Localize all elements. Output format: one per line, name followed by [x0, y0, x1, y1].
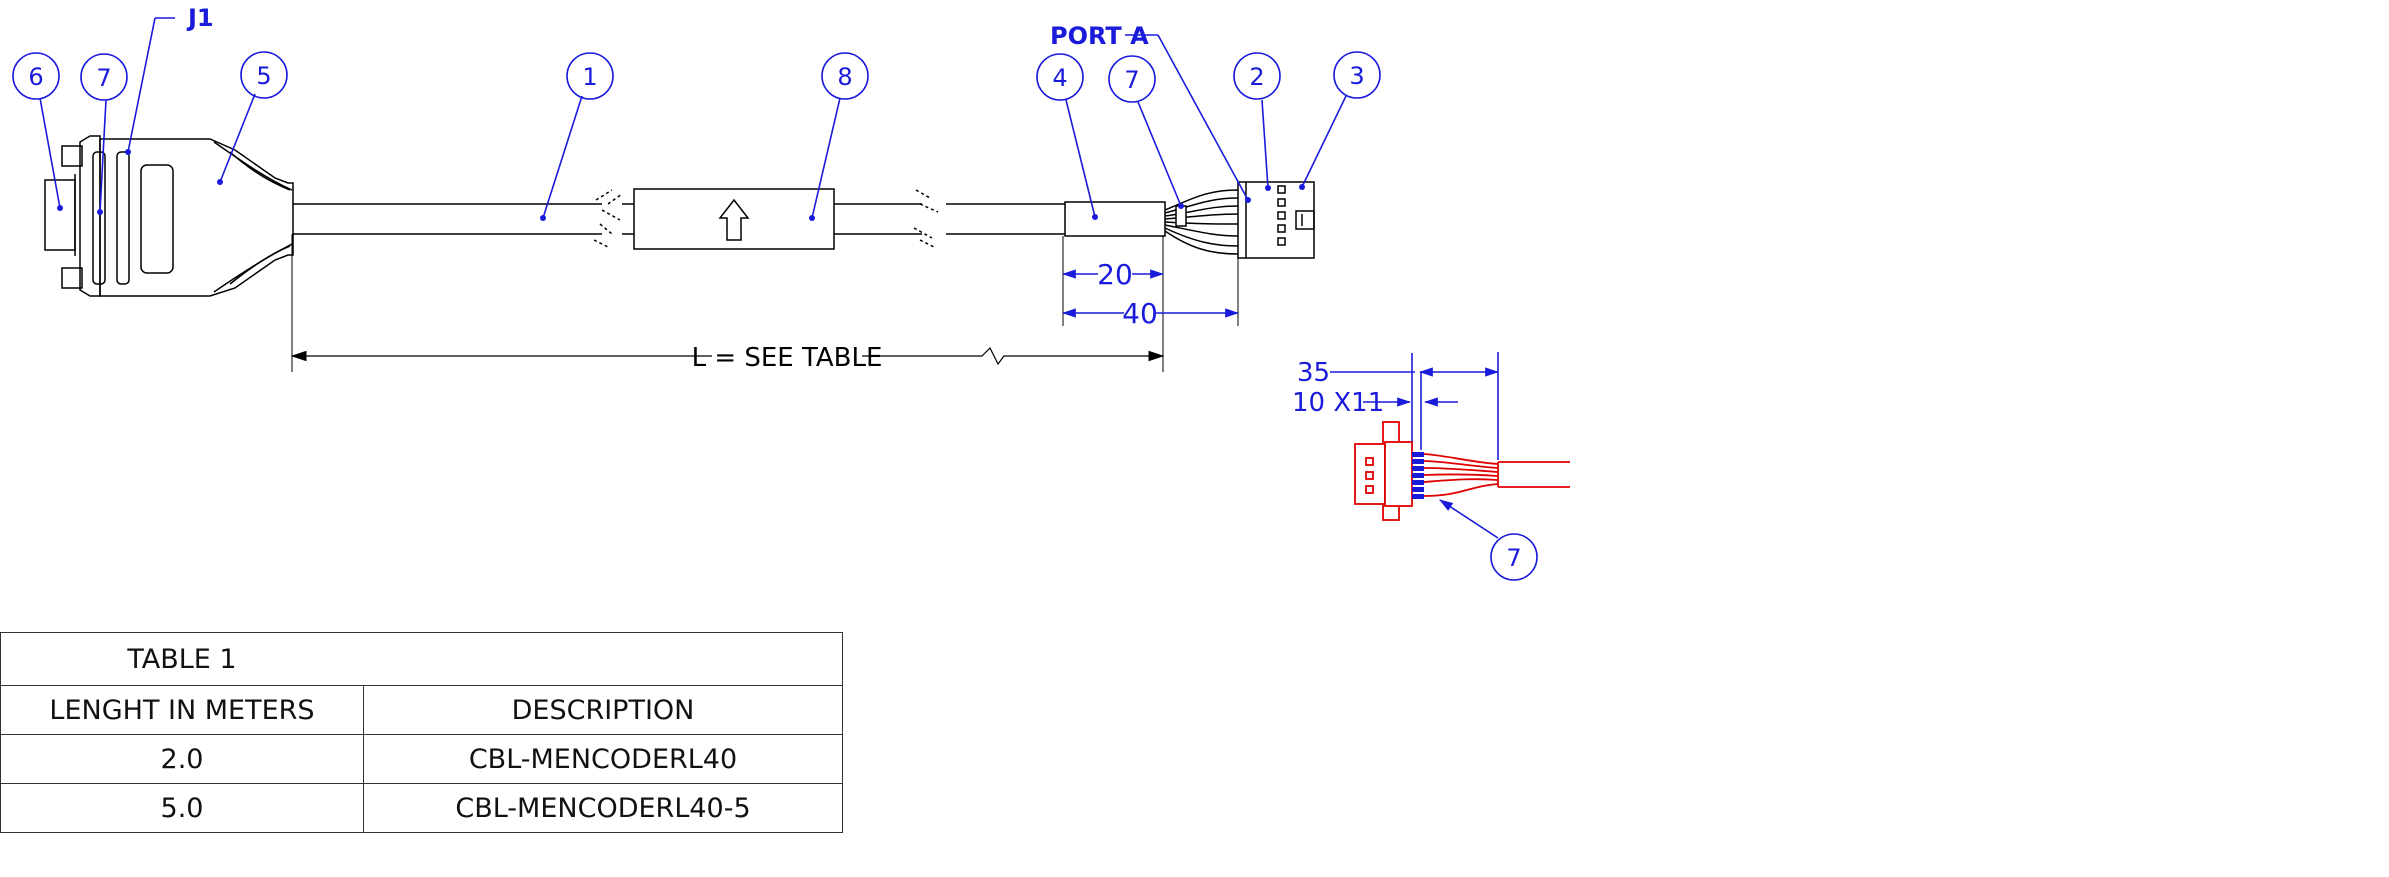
table-title-row: TABLE 1 [0, 632, 843, 686]
table-cell-description: CBL-MENCODERL40-5 [363, 783, 843, 833]
table-cell-description: CBL-MENCODERL40 [363, 734, 843, 784]
length-table: TABLE 1 LENGHT IN METERS DESCRIPTION 2.0… [0, 632, 843, 833]
callout-j1-label: J1 [186, 4, 214, 32]
detail-view: 35 10 X11 [1292, 352, 1570, 581]
balloon-7-detail-label: 7 [1506, 544, 1521, 572]
dimension-40: 40 [1061, 297, 1240, 330]
table-row: 2.0 CBL-MENCODERL40 [0, 734, 843, 784]
table-title: TABLE 1 [127, 643, 237, 675]
heat-shrink [1064, 201, 1166, 237]
balloon-leaders [39, 93, 1347, 221]
table-header-length: LENGHT IN METERS [0, 685, 364, 735]
balloon-4: 4 [1036, 53, 1084, 101]
balloon-7-right: 7 [1108, 55, 1156, 103]
detail-pins [1412, 452, 1424, 499]
cable-jacket [293, 189, 1065, 249]
callout-port-a-label: PORT A [1050, 22, 1149, 50]
balloon-3-label: 3 [1349, 62, 1364, 90]
balloon-8: 8 [821, 52, 869, 100]
table-cell-length: 5.0 [0, 783, 364, 833]
balloon-4-label: 4 [1052, 64, 1067, 92]
dimension-length-label: L = SEE TABLE [692, 343, 883, 373]
table-header-row: LENGHT IN METERS DESCRIPTION [0, 685, 843, 735]
label-sleeve [633, 188, 835, 250]
balloon-7-right-label: 7 [1124, 66, 1139, 94]
table-header-description: DESCRIPTION [363, 685, 843, 735]
balloon-5-label: 5 [256, 62, 271, 90]
dsub-connector-j1 [44, 135, 294, 297]
callout-port-a: PORT A [1050, 22, 1251, 203]
balloon-7-left: 7 [80, 53, 128, 101]
balloon-8-label: 8 [837, 63, 852, 91]
balloon-7-left-label: 7 [96, 64, 111, 92]
balloon-1: 1 [566, 52, 614, 100]
balloon-3: 3 [1333, 51, 1381, 99]
balloon-2-label: 2 [1249, 63, 1264, 91]
dimension-10x11-label: 10 X11 [1292, 388, 1384, 418]
balloon-1-label: 1 [582, 63, 597, 91]
dimension-length: L = SEE TABLE [290, 343, 1165, 373]
port-a-connector [1237, 181, 1315, 259]
conductor-wires [1164, 189, 1239, 255]
table-cell-length: 2.0 [0, 734, 364, 784]
balloon-6-label: 6 [28, 63, 43, 91]
dimension-40-label: 40 [1122, 297, 1158, 330]
dimension-20: 20 [1061, 258, 1165, 291]
balloon-6: 6 [12, 52, 60, 100]
dimension-20-label: 20 [1097, 258, 1133, 291]
balloon-2: 2 [1233, 52, 1281, 100]
table-row: 5.0 CBL-MENCODERL40-5 [0, 783, 843, 833]
balloon-5: 5 [240, 51, 288, 99]
dimension-35-label: 35 [1297, 358, 1330, 388]
callout-j1: J1 [125, 4, 214, 155]
